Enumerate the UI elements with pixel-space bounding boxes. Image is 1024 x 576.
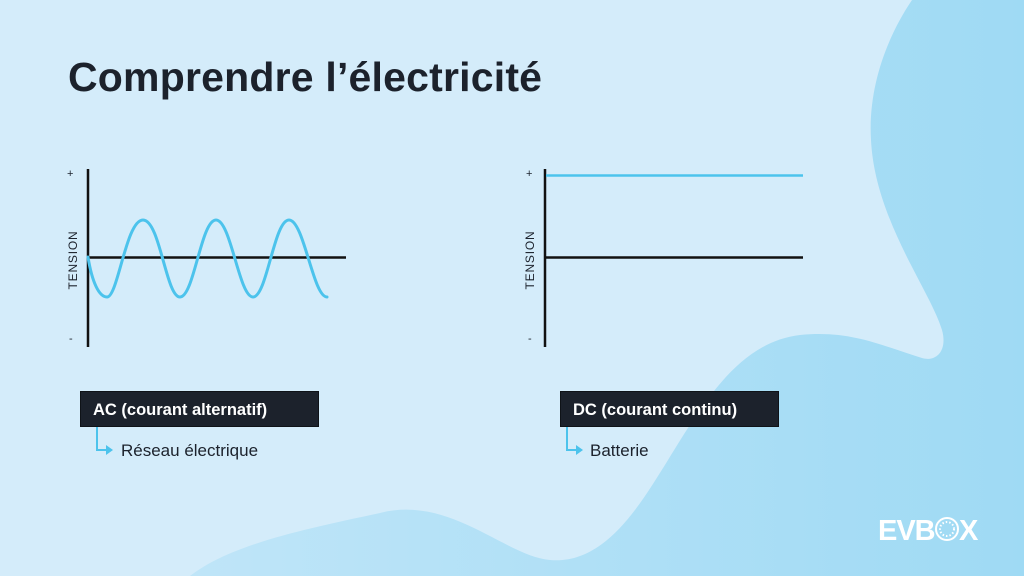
dc-y-axis-label: TENSION [523,230,537,290]
ac-chart [86,169,346,347]
ac-subitem: Réseau électrique [121,441,259,460]
ac-tick-plus: + [67,168,74,180]
ac-tick-minus: - [69,333,73,345]
ac-sine-wave [86,218,329,299]
dc-tag: DC (courant continu) [560,391,779,427]
dc-subitem: Batterie [590,441,649,460]
evbox-logo: EVB X [878,515,979,546]
svg-text:X: X [959,515,979,546]
arrow-right-elbow-icon [96,427,113,455]
logo-o-ring-icon [935,517,959,541]
arrow-right-elbow-icon [566,427,583,455]
dc-chart [543,169,803,347]
blob-shape [190,0,1024,576]
dc-tick-plus: + [526,168,533,180]
dc-tick-minus: - [528,333,532,345]
svg-text:EVB: EVB [878,515,935,546]
ac-y-axis-label: TENSION [66,230,80,290]
page-title: Comprendre l’électricité [68,54,543,100]
ac-tag: AC (courant alternatif) [80,391,319,427]
